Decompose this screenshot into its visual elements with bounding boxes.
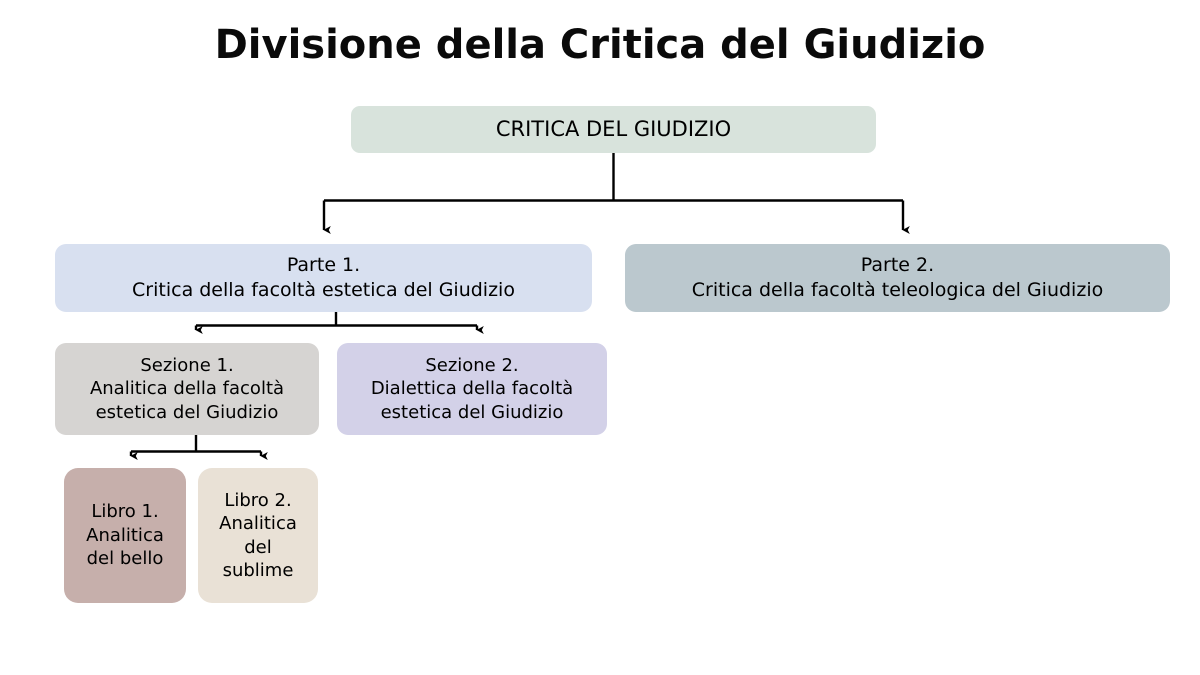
edge-parte1-to-sezioni [194, 312, 484, 335]
node-sezione-1[interactable]: Sezione 1. Analitica della facoltà estet… [55, 343, 319, 435]
edge-root-to-parti [322, 153, 910, 235]
node-critica-del-giudizio[interactable]: CRITICA DEL GIUDIZIO [351, 106, 876, 153]
node-parte-2[interactable]: Parte 2. Critica della facoltà teleologi… [625, 244, 1170, 312]
node-libro-1[interactable]: Libro 1. Analitica del bello [64, 468, 186, 603]
node-libro-2[interactable]: Libro 2. Analitica del sublime [198, 468, 318, 603]
page-title: Divisione della Critica del Giudizio [214, 22, 986, 68]
edge-sezione1-to-libri [129, 435, 268, 461]
node-parte-1[interactable]: Parte 1. Critica della facoltà estetica … [55, 244, 592, 312]
node-sezione-2[interactable]: Sezione 2. Dialettica della facoltà este… [337, 343, 607, 435]
